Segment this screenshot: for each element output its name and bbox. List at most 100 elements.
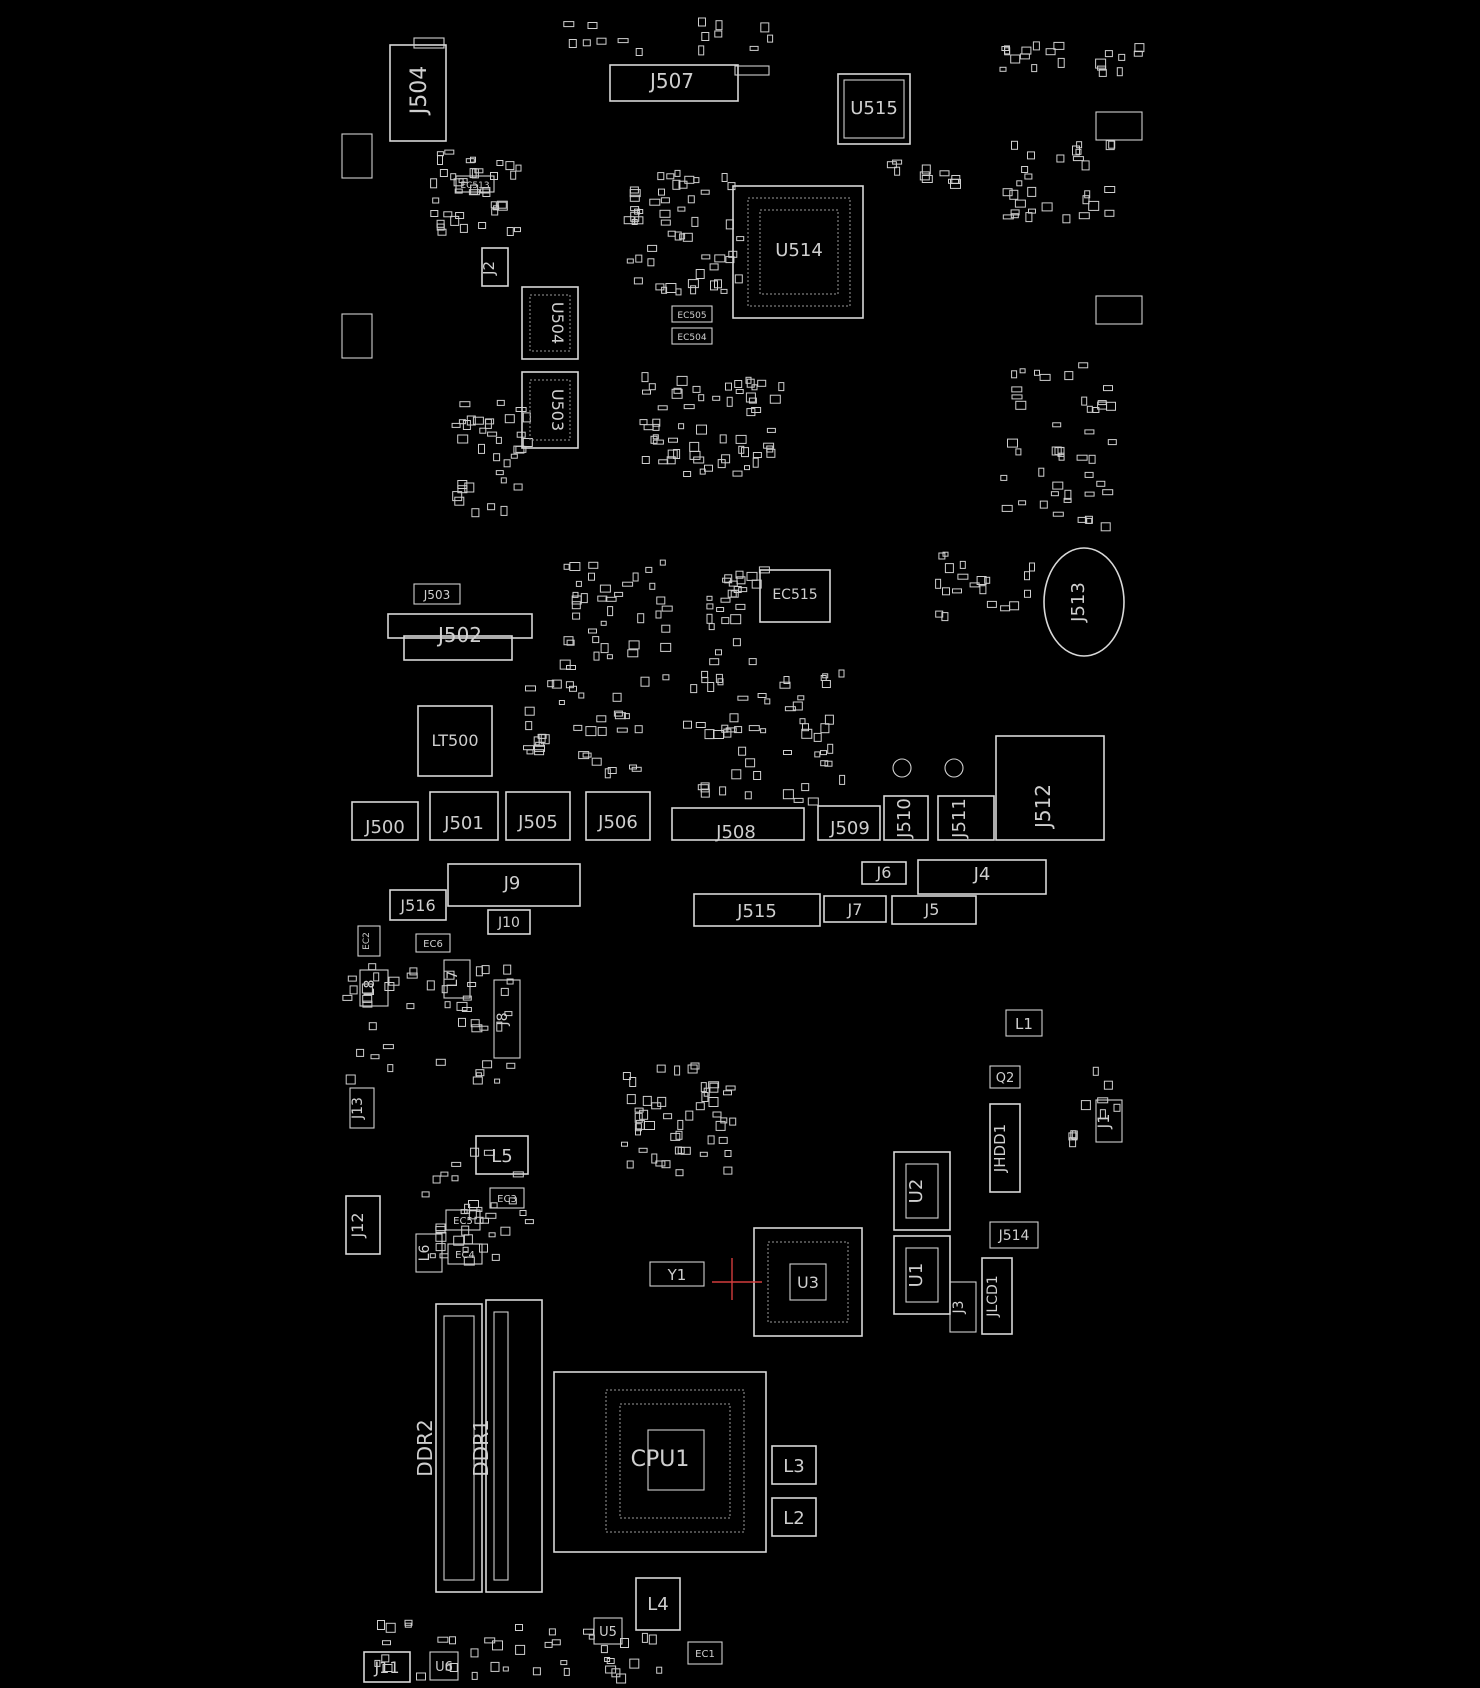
smd-pad (700, 782, 710, 793)
connector-j5[interactable]: J5 (891, 895, 977, 925)
smd-pad (470, 184, 479, 195)
connector-j503[interactable]: J503 (413, 583, 461, 605)
cap-ec1[interactable]: EC1 (687, 1641, 723, 1665)
chip-u2[interactable]: U2 (893, 1151, 951, 1231)
smd-pad (443, 211, 453, 218)
connector-j501[interactable]: J501 (429, 791, 499, 841)
connector-j8[interactable]: J8 (493, 979, 521, 1059)
smd-pad (656, 1064, 666, 1073)
smd-pad (698, 45, 705, 56)
cap-ec3[interactable]: EC3 (489, 1187, 525, 1209)
connector-j515[interactable]: J515 (693, 893, 821, 927)
connector-j514[interactable]: J514 (989, 1221, 1039, 1249)
smd-pad (728, 580, 738, 587)
chip-u504[interactable]: U504 (521, 286, 579, 360)
smd-pad (524, 706, 535, 716)
cpu-socket-cpu1[interactable]: CPU1 (553, 1371, 767, 1553)
connector-jhdd1[interactable]: JHDD1 (989, 1103, 1021, 1193)
smd-pad (484, 418, 492, 429)
smd-pad (720, 288, 728, 294)
connector-j516[interactable]: J516 (389, 889, 447, 921)
cap-ec513[interactable]: EC513 (455, 175, 495, 193)
label-j4: J4 (973, 864, 991, 885)
connector-j7[interactable]: J7 (823, 895, 887, 923)
connector-j1[interactable]: J1 (1094, 1099, 1123, 1143)
smd-pad (1108, 140, 1116, 149)
connector-j505[interactable]: J505 (505, 791, 571, 841)
connector-j9[interactable]: J9 (447, 863, 581, 907)
cap-ec6[interactable]: EC6 (415, 933, 451, 953)
smd-pad (894, 166, 901, 176)
chip-u515[interactable]: U515 (837, 73, 911, 145)
connector-j6[interactable]: J6 (861, 861, 907, 885)
smd-pad (1104, 50, 1113, 58)
connector-j4[interactable]: J4 (917, 859, 1047, 895)
chip-u503[interactable]: U503 (521, 371, 579, 449)
connector-j500[interactable]: J500 (351, 801, 419, 841)
smd-pad (451, 1175, 459, 1182)
smd-pad (459, 223, 468, 233)
cap-ec504[interactable]: EC504 (671, 327, 713, 345)
connector-j13[interactable]: J13 (349, 1087, 375, 1129)
connector-j502[interactable]: J502 (387, 613, 533, 661)
connector-j512[interactable]: J512 (995, 735, 1105, 841)
chip-u6[interactable]: U6 (429, 1651, 459, 1681)
cap-ec505[interactable]: EC505 (671, 305, 713, 323)
connector-j2[interactable]: J2 (480, 247, 509, 287)
crystal-y1[interactable]: Y1 (649, 1261, 705, 1287)
inductor-l8[interactable]: L8 (359, 969, 389, 1007)
inductor-l5[interactable]: L5 (475, 1135, 529, 1175)
connector-j12[interactable]: J12 (345, 1195, 381, 1255)
inductor-l3[interactable]: L3 (771, 1445, 817, 1485)
connector-j3[interactable]: J3 (949, 1281, 977, 1333)
chip-u514-bga[interactable]: U514 (732, 185, 864, 319)
smd-pad (655, 1160, 666, 1167)
connector-j507[interactable]: J507 (609, 64, 770, 102)
cap-ec5[interactable]: EC5 (445, 1209, 481, 1231)
connector-jlcd1[interactable]: JLCD1 (981, 1257, 1013, 1335)
smd-pad (935, 578, 942, 589)
battery-j513[interactable]: J513 (1043, 547, 1125, 657)
smd-pad (373, 972, 380, 982)
connector-j10[interactable]: J10 (487, 909, 531, 935)
smd-pad (475, 1072, 482, 1078)
label-ec515: EC515 (772, 587, 817, 603)
inductor-l1[interactable]: L1 (1005, 1009, 1043, 1037)
chip-u1[interactable]: U1 (893, 1235, 951, 1315)
smd-pad (699, 1151, 708, 1157)
cap-ec2[interactable]: EC2 (357, 925, 381, 957)
label-ec513: EC513 (460, 181, 489, 191)
connector-j508[interactable]: J508 (671, 807, 805, 843)
ddr-slot-ddr1[interactable]: DDR1 (469, 1299, 543, 1593)
smd-pad (1107, 439, 1117, 446)
transistor-q2[interactable]: Q2 (989, 1065, 1021, 1089)
connector-j509[interactable]: J509 (817, 805, 881, 841)
chip-u5[interactable]: U5 (593, 1617, 623, 1645)
smd-pad (1069, 1137, 1077, 1148)
bracket-left-top (341, 133, 373, 359)
smd-pad (506, 227, 514, 236)
connector-j506[interactable]: J506 (585, 791, 651, 841)
ddr-slot-ddr2[interactable]: DDR2 (413, 1303, 483, 1593)
smd-pad (753, 771, 762, 780)
chip-ec515[interactable]: EC515 (759, 569, 831, 623)
connector-j504[interactable]: J504 (389, 37, 447, 142)
smd-pad (639, 1109, 649, 1120)
inductor-l2[interactable]: L2 (771, 1497, 817, 1537)
chip-lt500[interactable]: LT500 (417, 705, 493, 777)
smd-pad (746, 378, 755, 388)
chip-u3-bga[interactable]: U3 (753, 1227, 863, 1337)
smd-pad (690, 285, 697, 295)
connector-j11[interactable]: J11 (363, 1651, 411, 1683)
smd-pad (629, 1077, 637, 1087)
inductor-l4[interactable]: L4 (635, 1577, 681, 1631)
inductor-l7[interactable]: L7 (443, 959, 471, 999)
smd-pad (1084, 471, 1094, 478)
connector-j510[interactable]: J510 (883, 795, 929, 841)
smd-pad (495, 436, 502, 444)
cap-ec4[interactable]: EC4 (447, 1243, 483, 1265)
inductor-l6[interactable]: L6 (415, 1233, 443, 1273)
connector-j511[interactable]: J511 (937, 795, 995, 841)
smd-pad (500, 477, 507, 484)
